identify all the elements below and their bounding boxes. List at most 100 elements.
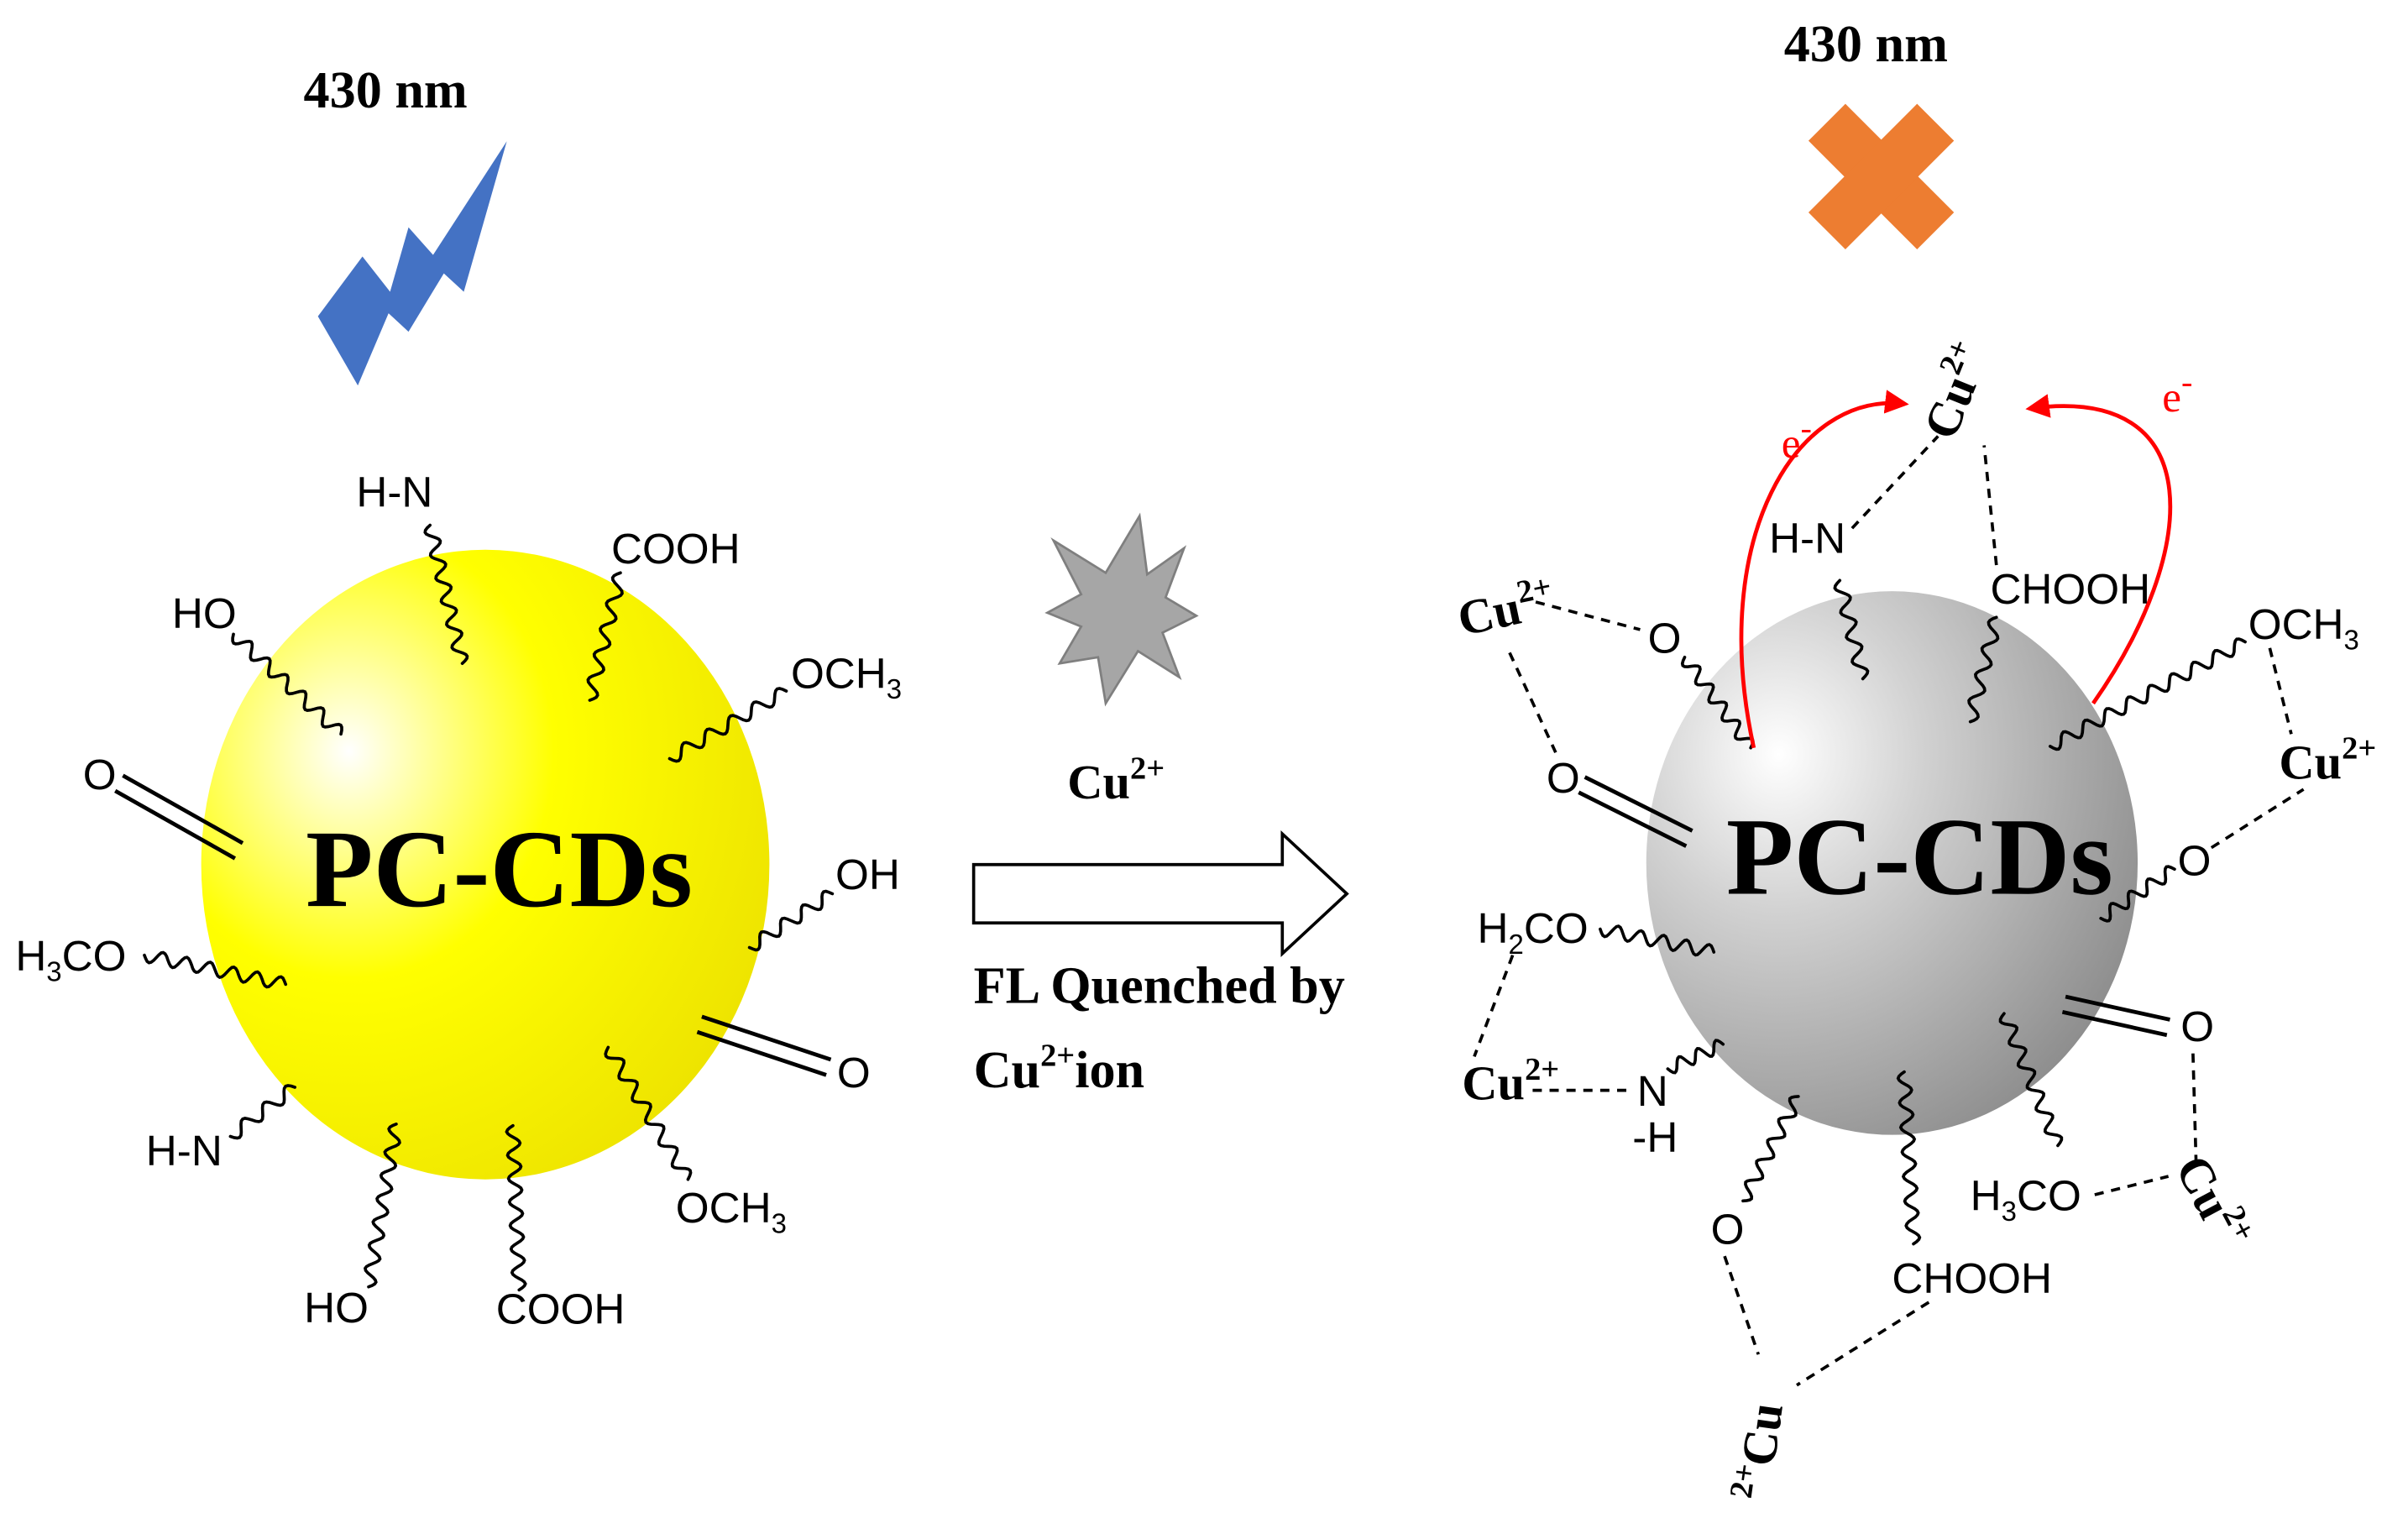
coordination-bond (1796, 1301, 1930, 1387)
amine-hydrogen-label: -H (1632, 1113, 1678, 1161)
ion-charge: 2+ (1525, 1052, 1559, 1087)
carbonyl-oxygen-label: O (2180, 1002, 2214, 1050)
carbonyl-oxygen-label: O (1547, 754, 1580, 802)
ion-symbol: Cu (1730, 1400, 1793, 1469)
amine-group-label: H-N (1769, 514, 1845, 562)
particle-label: PC-CDs (306, 809, 693, 930)
hydroxyl-oxygen-label: O (1648, 614, 1682, 662)
ion-symbol: Cu (1462, 1056, 1525, 1111)
formula-suffix: CO (1524, 904, 1589, 952)
excitation-wavelength-label: 430 nm (304, 62, 468, 119)
formula-subscript: 3 (46, 956, 61, 987)
squiggle-bond (364, 1123, 401, 1289)
electron-charge: - (2181, 363, 2192, 400)
double-bond (1578, 775, 1693, 848)
coordination-bond (2094, 1175, 2170, 1196)
double-bond (114, 773, 244, 861)
double-bond (2061, 994, 2170, 1038)
methoxy-group-label: OCH3 (2248, 600, 2359, 656)
particle-label: PC-CDs (1726, 796, 2113, 918)
hydroxyl-group-label: HO (304, 1284, 369, 1332)
squiggle-bond (228, 1084, 297, 1140)
formula-prefix: H (1478, 904, 1509, 952)
squiggle-bond (1967, 615, 2000, 724)
copper-ion-label: Cu2+ (2165, 1144, 2262, 1258)
methoxy-group-label: H3CO (15, 932, 126, 987)
ion-charge: 2+ (1040, 1038, 1075, 1073)
ion-charge: 2+ (1130, 751, 1165, 786)
methoxy-group-label: H2CO (1478, 904, 1589, 960)
coordination-bond (2268, 647, 2293, 735)
caption-suffix: ion (1075, 1042, 1144, 1099)
carboxyl-group-label: COOH (496, 1285, 626, 1333)
electron-label: e- (2162, 363, 2192, 421)
copper-ion-label: Cu2+ (1909, 334, 2000, 447)
squiggle-bond (586, 571, 624, 702)
coordination-bond (1473, 955, 1515, 1058)
hydroxyl-group-label: OH (835, 851, 900, 898)
double-bond (696, 1014, 832, 1077)
squiggle-bond (667, 687, 788, 763)
carboxyl-group-label: CHOOH (1990, 565, 2150, 613)
methoxy-group-label: H3CO (1971, 1171, 2081, 1227)
coordination-bond (1850, 435, 1939, 530)
formula-subscript: 3 (772, 1208, 787, 1239)
right-arrow-icon (971, 830, 1349, 958)
copper-ion-label: Cu2+ (1462, 1052, 1559, 1111)
squiggle-bond (1833, 578, 1870, 681)
cross-icon (1808, 103, 1955, 249)
ion-symbol: Cu (974, 1042, 1040, 1099)
explosion-star-icon (1044, 512, 1199, 707)
ion-symbol: Cu (1067, 755, 1130, 809)
formula-suffix: CO (2017, 1171, 2081, 1219)
squiggle-bond (604, 1045, 693, 1181)
formula-subscript: 3 (887, 673, 902, 704)
caption-line-2: Cu2+ion (974, 1038, 1145, 1099)
squiggle-bond (231, 632, 343, 736)
squiggle-bond (1599, 924, 1716, 957)
squiggle-bond (1896, 1070, 1922, 1246)
middle-transition: Cu2+ FL Quenched by Cu2+ion (971, 512, 1349, 1099)
copper-ion-label: Cu2+ (1067, 751, 1165, 809)
lightning-bolt-icon (317, 141, 507, 386)
coordination-bond (2210, 788, 2305, 850)
fluorescent-carbon-dot (201, 549, 770, 1180)
coordination-bond (1982, 445, 1998, 566)
ion-charge: 2+ (1514, 569, 1555, 611)
carboxyl-group-label: COOH (611, 525, 741, 573)
squiggle-bond (423, 523, 469, 665)
coordination-bond (1508, 652, 1557, 753)
coordination-bond (2191, 1053, 2198, 1161)
formula-subscript: 3 (2344, 625, 2359, 656)
carboxyl-group-label: CHOOH (1892, 1254, 2052, 1302)
copper-ion-label: Cu2+ (2279, 731, 2376, 790)
electron-label: e- (1782, 409, 1812, 468)
amine-group-label: H-N (146, 1127, 222, 1175)
methoxy-group-label: OCH3 (676, 1184, 787, 1239)
amine-group-label: H-N (356, 468, 432, 516)
electron-symbol: e (2162, 374, 2181, 421)
blocked-excitation-label: 430 nm (1784, 16, 1948, 73)
electron-symbol: e (1782, 420, 1801, 468)
electron-transfer-arrow (1739, 390, 1909, 749)
carbonyl-oxygen-label: O (83, 751, 117, 798)
hydroxyl-oxygen-label: O (2178, 837, 2212, 885)
ion-symbol: Cu (2279, 735, 2342, 789)
formula-prefix: H (15, 932, 46, 980)
formula-suffix: CO (62, 932, 127, 980)
copper-ion-label: 2+Cu (1724, 1399, 1793, 1503)
squiggle-bond (1666, 1039, 1725, 1075)
electron-charge: - (1800, 409, 1811, 447)
ion-symbol: Cu (1913, 368, 1987, 447)
formula-main: OCH (676, 1184, 772, 1232)
squiggle-bond (1998, 1012, 2064, 1148)
formula-main: OCH (791, 649, 887, 697)
hydroxyl-oxygen-label: O (1711, 1206, 1745, 1254)
squiggle-bond (2099, 865, 2176, 923)
ion-charge: 2+ (1724, 1461, 1763, 1500)
electron-transfer-arrow (2025, 394, 2173, 705)
methoxy-group-label: OCH3 (791, 649, 902, 704)
formula-subscript: 2 (1509, 929, 1524, 960)
squiggle-bond (2048, 637, 2247, 751)
